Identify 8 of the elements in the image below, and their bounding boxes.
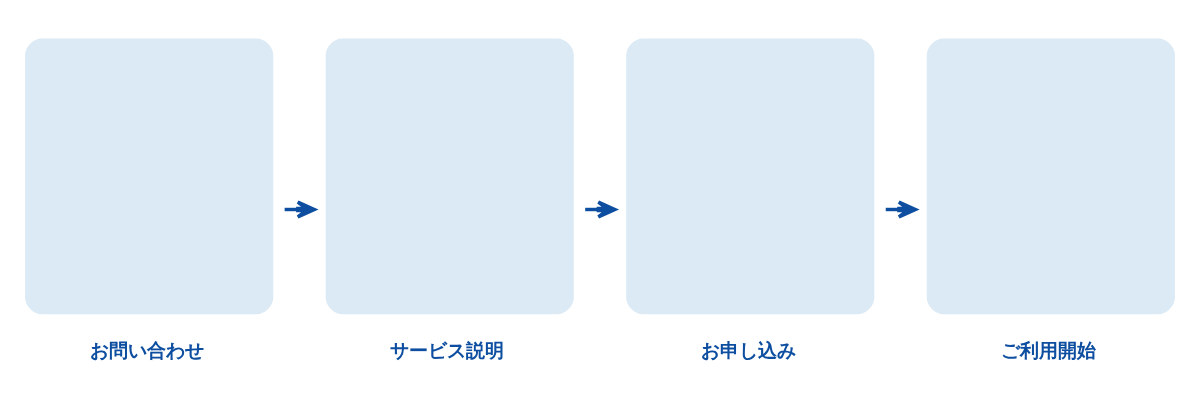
- node-box: [926, 38, 1175, 314]
- node-label: サービス説明: [390, 338, 505, 362]
- node-label: ご利用開始: [1001, 338, 1097, 362]
- node-label: お問い合わせ: [89, 338, 204, 362]
- node-box: [626, 38, 875, 314]
- node-box: [25, 38, 274, 314]
- node-box: [325, 38, 574, 314]
- node-label: お申し込み: [700, 338, 796, 362]
